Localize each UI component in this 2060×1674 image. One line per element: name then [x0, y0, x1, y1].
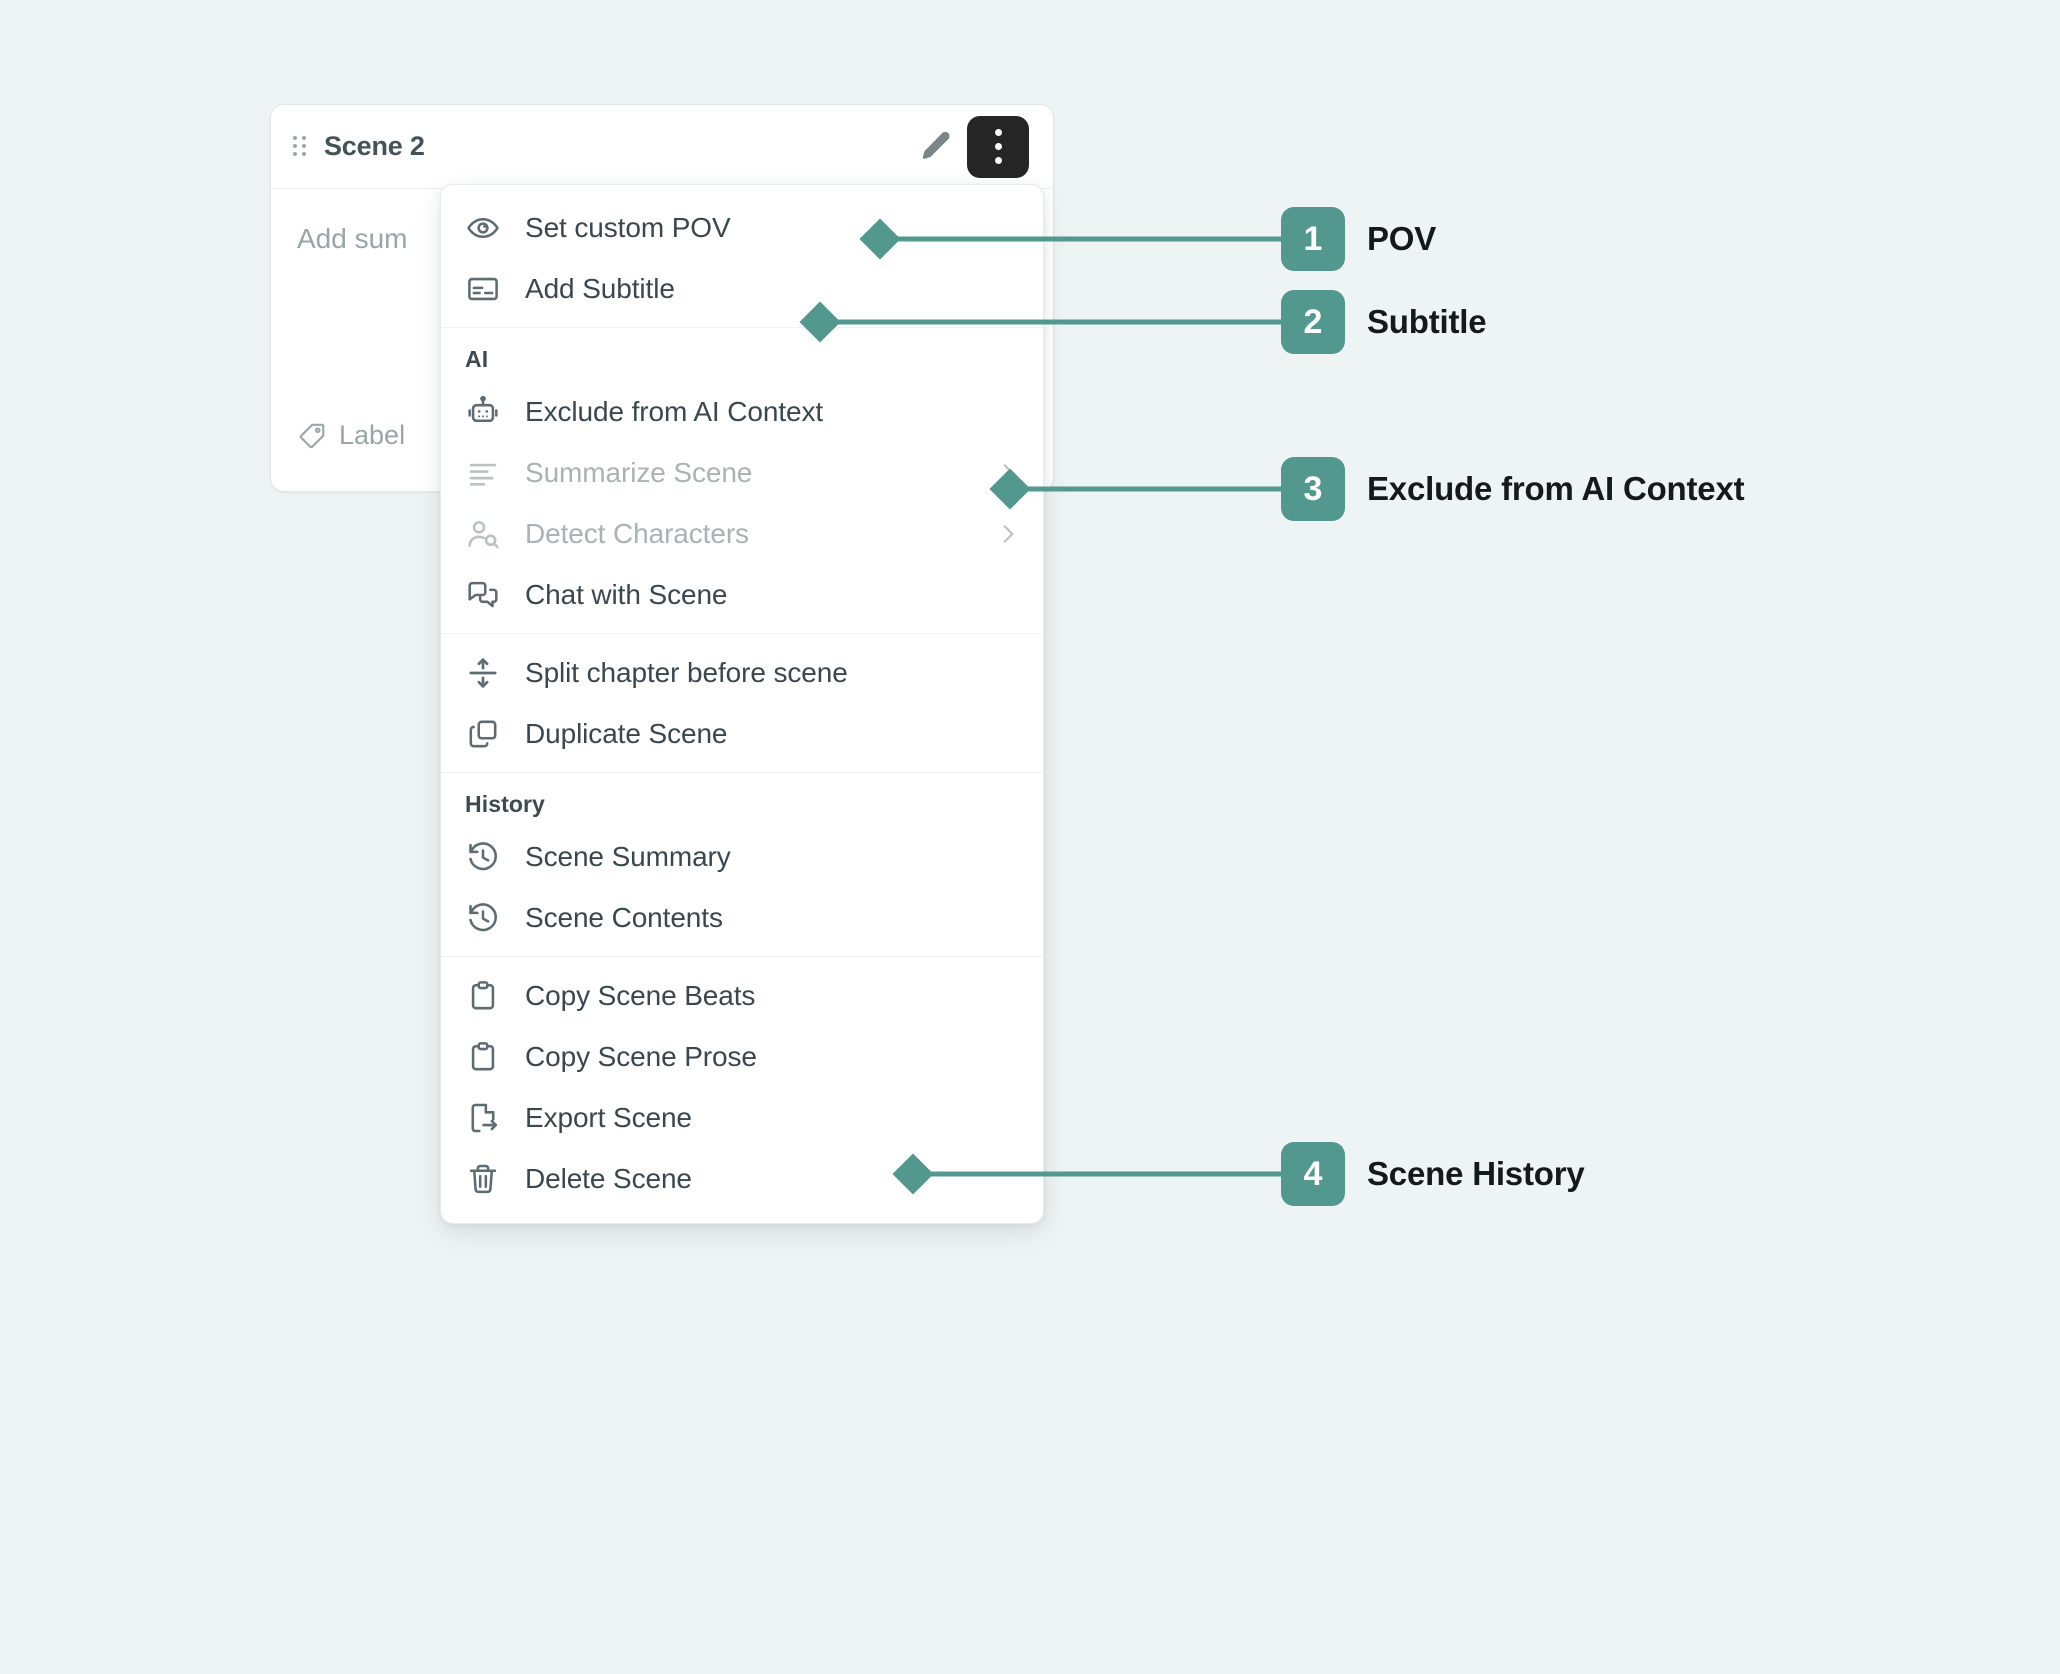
- callout-1[interactable]: 1 POV: [1281, 207, 1436, 271]
- scene-title: Scene 2: [324, 131, 425, 161]
- callout-badge-4: 4: [1281, 1142, 1345, 1206]
- menu-item-label: Exclude from AI Context: [525, 395, 824, 427]
- menu-item-detect-characters: Detect Characters: [441, 503, 1043, 564]
- menu-item-label: Summarize Scene: [525, 456, 753, 488]
- drag-dots-icon[interactable]: [293, 134, 311, 160]
- menu-section: Set custom POV Add Subtitle: [441, 189, 1043, 327]
- menu-item-label: Set custom POV: [525, 211, 731, 243]
- menu-item-copy-scene-prose[interactable]: Copy Scene Prose: [441, 1026, 1043, 1087]
- user-search-icon: [465, 516, 501, 552]
- menu-item-exclude-from-ai-context[interactable]: Exclude from AI Context: [441, 381, 1043, 442]
- menu-item-scene-contents[interactable]: Scene Contents: [441, 887, 1043, 948]
- menu-item-label: Scene Contents: [525, 901, 723, 933]
- menu-item-export-scene[interactable]: Export Scene: [441, 1087, 1043, 1148]
- chat-bubbles-icon: [465, 577, 501, 613]
- text-lines-icon: [465, 455, 501, 491]
- menu-item-duplicate-scene[interactable]: Duplicate Scene: [441, 703, 1043, 764]
- clipboard-icon: [465, 978, 501, 1014]
- callout-label-1: POV: [1367, 220, 1437, 257]
- menu-item-add-subtitle[interactable]: Add Subtitle: [441, 258, 1043, 319]
- menu-item-label: Copy Scene Prose: [525, 1040, 757, 1072]
- menu-item-set-custom-pov[interactable]: Set custom POV: [441, 197, 1043, 258]
- copy-icon: [465, 716, 501, 752]
- scene-label-text: Label: [339, 420, 406, 450]
- callout-3[interactable]: 3 Exclude from AI Context: [1281, 457, 1745, 521]
- menu-item-label: Duplicate Scene: [525, 717, 728, 749]
- pencil-icon[interactable]: [913, 124, 959, 170]
- menu-item-label: Detect Characters: [525, 517, 749, 549]
- callout-2[interactable]: 2 Subtitle: [1281, 290, 1487, 354]
- scene-summary-placeholder[interactable]: Add sum: [297, 223, 408, 254]
- clipboard-icon: [465, 1039, 501, 1075]
- menu-item-chat-with-scene[interactable]: Chat with Scene: [441, 564, 1043, 625]
- menu-item-label: Split chapter before scene: [525, 656, 848, 688]
- callout-badge-3: 3: [1281, 457, 1345, 521]
- menu-item-split-chapter-before-scene[interactable]: Split chapter before scene: [441, 642, 1043, 703]
- menu-item-label: Add Subtitle: [525, 272, 675, 304]
- menu-item-summarize-scene: Summarize Scene: [441, 442, 1043, 503]
- robot-icon: [465, 394, 501, 430]
- scene-card-body: Add sum Label: [271, 189, 1053, 491]
- menu-item-delete-scene[interactable]: Delete Scene: [441, 1148, 1043, 1209]
- scene-label-row[interactable]: Label: [297, 420, 405, 451]
- callout-label-4: Scene History: [1367, 1155, 1585, 1192]
- three-dots-vertical-icon[interactable]: [967, 115, 1029, 178]
- menu-item-label: Export Scene: [525, 1101, 692, 1133]
- menu-section-title: AI: [465, 346, 489, 372]
- scene-card-header: Scene 2: [271, 105, 1053, 189]
- menu-item-scene-summary[interactable]: Scene Summary: [441, 826, 1043, 887]
- file-export-icon: [465, 1100, 501, 1136]
- callout-badge-2: 2: [1281, 290, 1345, 354]
- callout-badge-1: 1: [1281, 207, 1345, 271]
- tag-icon: [297, 421, 327, 451]
- split-vertical-icon: [465, 655, 501, 691]
- clock-history-icon: [465, 900, 501, 936]
- menu-item-copy-scene-beats[interactable]: Copy Scene Beats: [441, 965, 1043, 1026]
- callout-label-3: Exclude from AI Context: [1367, 470, 1745, 507]
- subtitle-icon: [465, 271, 501, 307]
- menu-item-label: Chat with Scene: [525, 578, 728, 610]
- menu-section-title: History: [465, 791, 545, 817]
- menu-item-label: Copy Scene Beats: [525, 979, 756, 1011]
- eye-icon: [465, 210, 501, 246]
- menu-item-label: Scene Summary: [525, 840, 731, 872]
- menu-item-label: Delete Scene: [525, 1162, 692, 1194]
- callout-4[interactable]: 4 Scene History: [1281, 1142, 1585, 1206]
- chevron-right-icon: [995, 521, 1021, 547]
- trash-icon: [465, 1161, 501, 1197]
- clock-history-icon: [465, 839, 501, 875]
- chevron-right-icon: [995, 460, 1021, 486]
- callout-label-2: Subtitle: [1367, 303, 1487, 340]
